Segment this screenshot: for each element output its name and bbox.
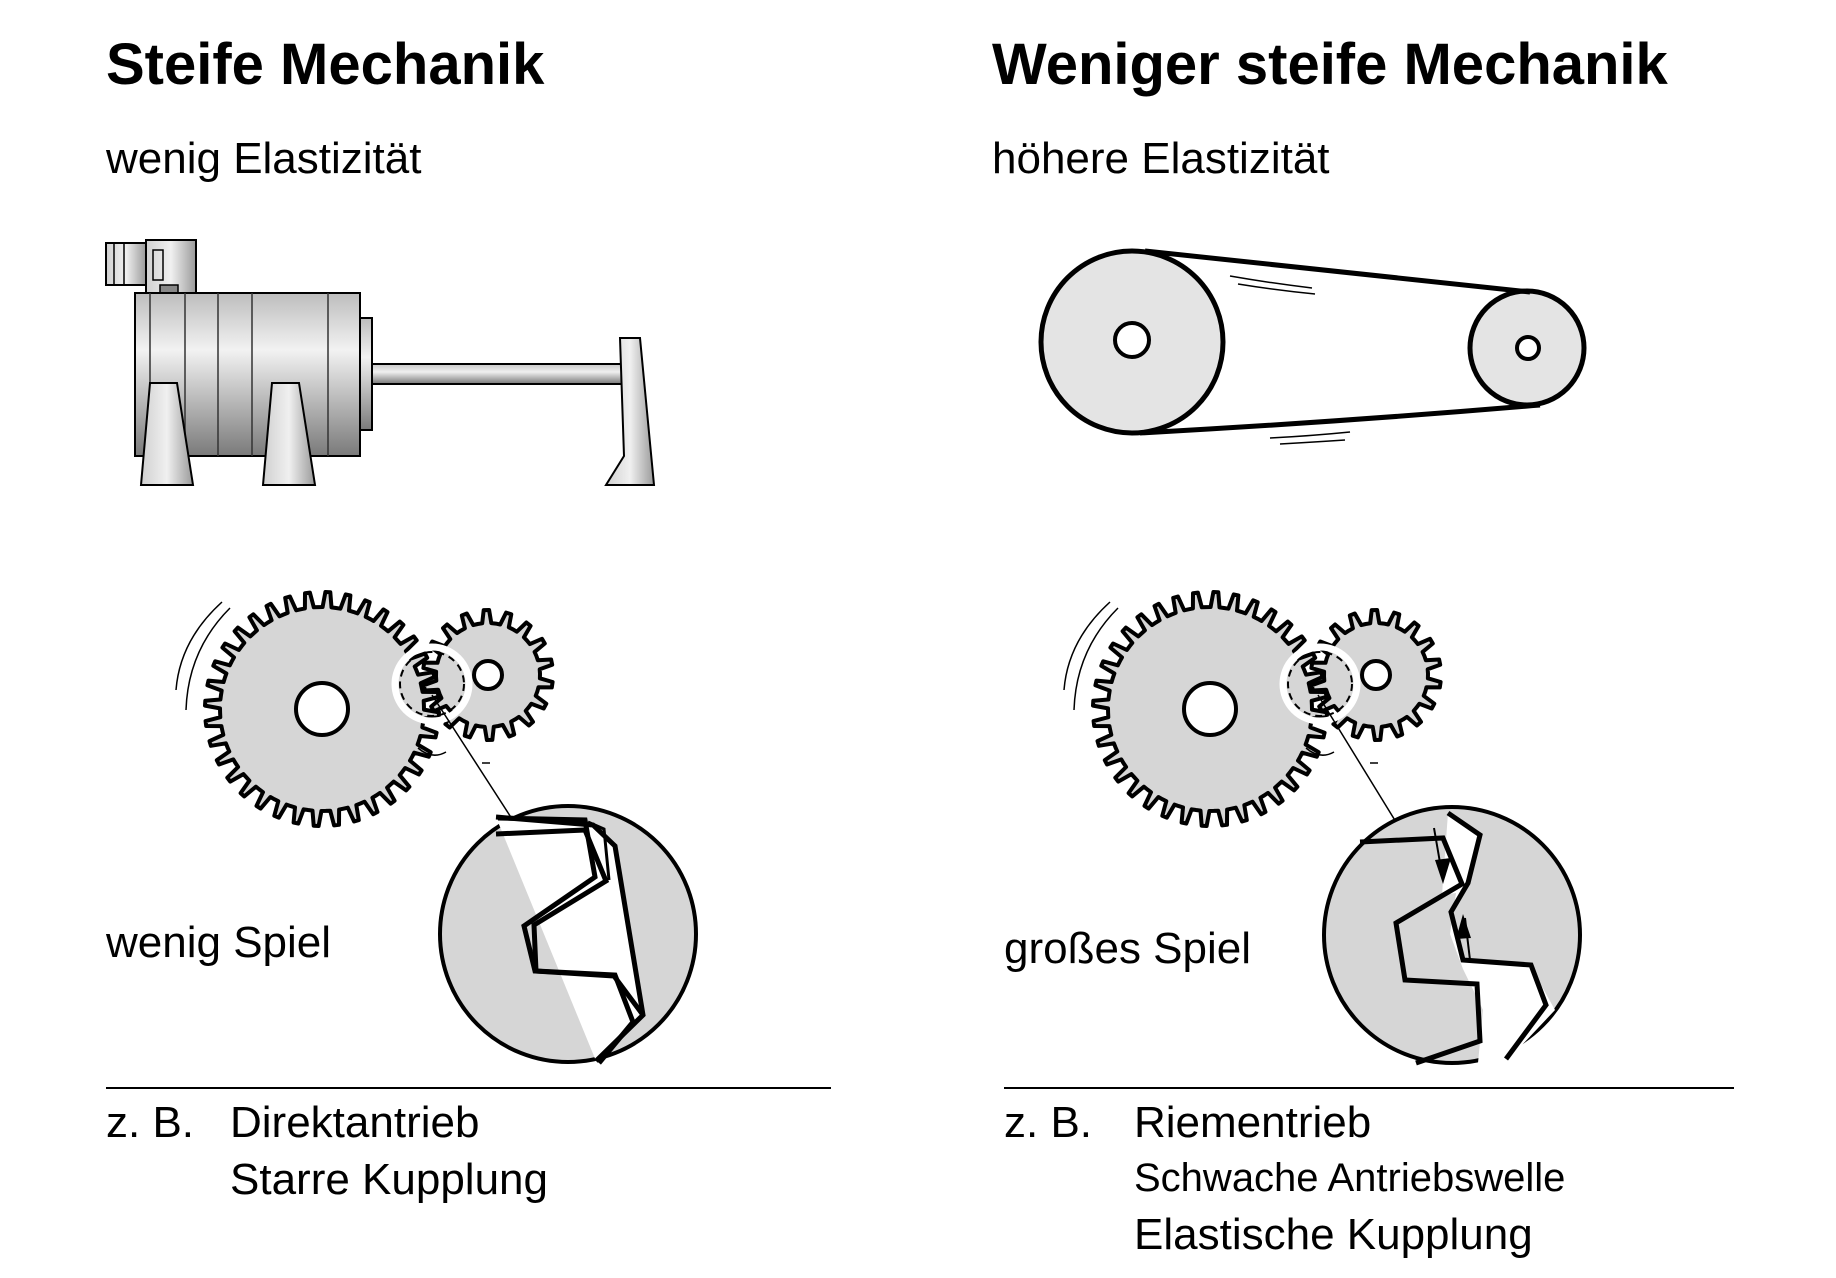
mesh-highlight-halo bbox=[1279, 643, 1361, 725]
left-eg-label: z. B. bbox=[106, 1098, 195, 1147]
right-title: Weniger steife Mechanik bbox=[992, 32, 1668, 97]
large-gear-bore bbox=[1182, 681, 1238, 737]
left-title: Steife Mechanik bbox=[106, 32, 545, 97]
left-subtitle: wenig Elastizität bbox=[106, 134, 422, 183]
small-gear-bore bbox=[1360, 659, 1392, 691]
left-example-2: Starre Kupplung bbox=[230, 1155, 548, 1204]
mesh-highlight-halo bbox=[391, 643, 473, 725]
mesh-highlight bbox=[1287, 651, 1353, 717]
gear-pair-left bbox=[175, 590, 555, 828]
zoom-detail-large-play bbox=[1317, 694, 1582, 1066]
gear-pair-right bbox=[1063, 590, 1443, 828]
zoom-detail-small-play bbox=[431, 694, 698, 1065]
right-example-1: Riementrieb bbox=[1134, 1098, 1372, 1147]
right-eg-label: z. B. bbox=[1004, 1098, 1093, 1147]
motor-illustration bbox=[105, 239, 656, 486]
rotation-arc bbox=[175, 601, 223, 691]
mesh-arc bbox=[417, 747, 447, 756]
small-gear-bore bbox=[472, 659, 504, 691]
rotation-arc bbox=[1063, 601, 1111, 691]
rotation-arc bbox=[185, 607, 231, 711]
belt-drive-illustration bbox=[1038, 248, 1587, 445]
mesh-highlight bbox=[399, 651, 465, 717]
right-subtitle: höhere Elastizität bbox=[992, 134, 1330, 183]
right-play-label: großes Spiel bbox=[1004, 924, 1252, 973]
right-example-2: Schwache Antriebswelle bbox=[1134, 1156, 1566, 1200]
rotation-arc bbox=[1073, 607, 1119, 711]
left-example-1: Direktantrieb bbox=[230, 1098, 480, 1147]
left-play-label: wenig Spiel bbox=[106, 918, 332, 967]
right-example-3: Elastische Kupplung bbox=[1134, 1210, 1533, 1259]
mesh-arc bbox=[1305, 747, 1335, 756]
large-gear-bore bbox=[294, 681, 350, 737]
